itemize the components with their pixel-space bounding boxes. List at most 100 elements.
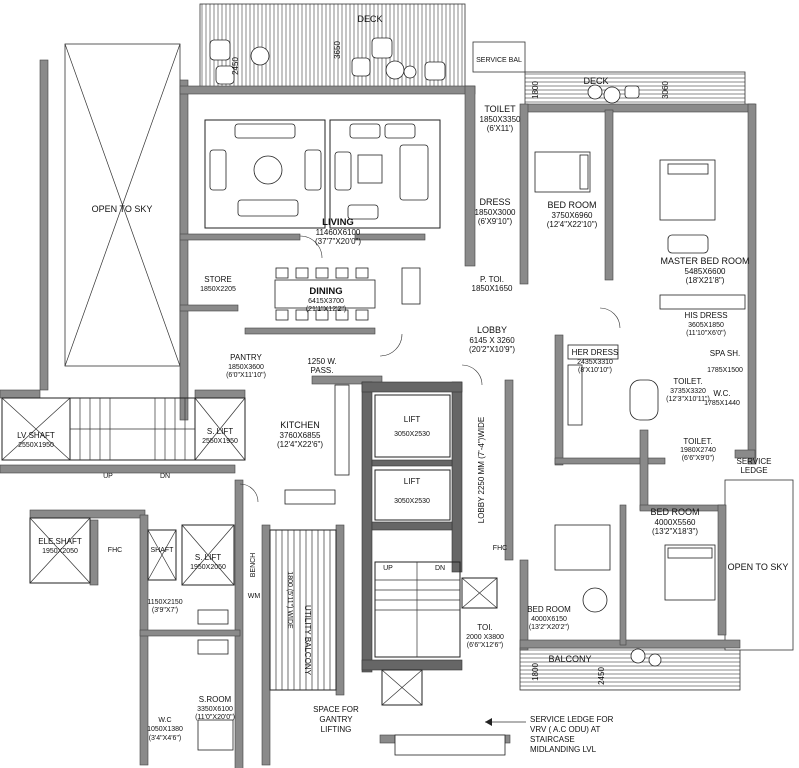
dining-table [274,267,421,321]
s-lift-bottom-dim: 1950X2050 [190,564,226,571]
bed-room-2-dim: 4000X5560 [655,518,696,527]
stair-left [69,397,196,461]
vrv-note-line-4: MIDLANDING LVL [530,745,597,754]
store-label: STORE [204,275,231,284]
wc-servant-dim: 1050X1380 [147,726,183,733]
s-lift-top-dim: 2550X1950 [202,438,238,445]
balcony-dim-a: 1800 [531,663,540,681]
p-toi-dim: 1850X1650 [472,284,513,293]
his-dress-label: HIS DRESS [684,311,727,320]
lv-shaft-dim: 2550X1950 [18,442,54,449]
lift-1 [374,394,451,458]
s-room-dim: 3350X6100 [197,706,233,713]
fhc-left-label: FHC [108,547,122,554]
service-ledge-sub: LEDGE [740,466,767,475]
utility-stair [269,529,337,691]
bed-room-2-ft: (13'2"X18'3") [652,527,698,536]
stair-dn-left: DN [160,473,170,480]
s-lift-bottom [181,524,235,586]
bed-room-3-dim: 4000X6150 [531,616,567,623]
her-dress-dim: 2435X3310 [577,359,613,366]
bed-room-3-bed [554,524,611,613]
vrv-note-line-3: STAIRCASE [530,735,575,744]
lobby-corridor-label: LOBBY 2250 MM (7'-4")WIDE [477,417,486,523]
spa-sh-label: SPA SH. [710,349,741,358]
lv-shaft-label: LV SHAFT [17,431,55,440]
stair-up-right: UP [383,565,393,572]
vrv-note-line-2: VRV ( A.C ODU) AT [530,725,600,734]
kitchen-label: KITCHEN [280,420,320,430]
deck-top-dim-a: 2450 [231,57,240,75]
bed-room-1-ft: (12'4"X22'10") [547,220,598,229]
her-dress-ft: (8'X10'10") [578,367,612,374]
wc-master-dim: 1785X1440 [704,400,740,407]
dress-ft: (6'X9'10") [478,217,513,226]
toilet-top-ft: (6'X11') [487,124,514,133]
wc-servant-label: W.C [158,717,171,724]
bottom-bench [394,734,506,756]
bed-room-1-dim: 3750X6960 [552,211,593,220]
toilet-master-ft: (12'3"X10'11") [666,396,710,403]
w-pass-label: 1250 W. [307,357,336,366]
store-dim: 1850X2205 [200,286,236,293]
dress-label: DRESS [479,197,510,207]
dining-label: DINING [309,286,342,297]
master-bed-room-dim: 5485X6600 [685,267,726,276]
doors [239,235,621,503]
lift-2-label: LIFT [404,477,421,486]
balcony-dim-b: 2450 [597,667,606,685]
toilet-top-dim: 1850X3350 [480,115,521,124]
spa-sh-dim: 1785X1500 [707,367,743,374]
bed-room-1-label: BED ROOM [547,200,596,210]
servant-small-dim: 1150X2150 [147,599,182,606]
toilet-top-label: TOILET [484,104,516,114]
deck-top-label: DECK [357,14,382,24]
open-to-sky-left-label: OPEN TO SKY [92,204,153,214]
lift-1-dim: 3050X2530 [394,431,430,438]
w-pass-sub: PASS. [311,366,334,375]
toilet-master-label: TOILET. [673,377,702,386]
dining-dim: 6415X3700 [308,298,344,305]
living-label: LIVING [322,217,354,228]
her-dress-wardrobe [567,344,619,426]
shaft-label: SHAFT [151,547,175,554]
utility-balcony-sub: 1800 (5'11") WIDE [286,571,293,629]
utility-balcony-label: UTILITY BALCONY [303,605,312,676]
deck-top-dim-b: 3650 [333,41,342,59]
wm-label: WM [248,593,261,600]
vrv-note-arrow-icon [485,718,492,726]
toi-small-dim: 2000 X3800 [466,634,504,641]
lift-2 [374,469,451,521]
deck-right-label: DECK [583,76,608,86]
duct-bottom [381,577,498,706]
her-dress-label: HER DRESS [572,348,619,357]
ele-shaft [29,517,91,584]
balcony-bottom [519,647,741,691]
pantry-label: PANTRY [230,353,262,362]
toi-small-label: TOI. [477,623,492,632]
space-gantry-label: SPACE FOR [313,705,359,714]
dress-dim: 1850X3000 [475,208,516,217]
fhc-shaft [147,529,177,581]
deck-right-dim-b: 3060 [661,81,670,99]
servant-small-ft: (3'9"X7') [152,607,178,614]
wc-master-label: W.C. [713,389,730,398]
toilet-master-dim: 3735X3320 [670,388,706,395]
bed-room-3-ft: (13'2"X20'2") [529,624,569,631]
living-furniture [204,119,441,229]
lobby-dim: 6145 X 3260 [469,336,515,345]
toi-small-ft: (6'6"X12'6") [467,642,503,649]
lift-2-dim: 3050X2530 [394,498,430,505]
deck-right-dim-a: 1800 [531,81,540,99]
bed-room-2-bed [664,544,716,601]
his-dress-dim: 3605X1850 [688,322,724,329]
s-lift-bottom-label: S. LIFT [195,553,221,562]
p-toi-label: P. TOI. [480,275,504,284]
wc-servant-ft: (3'4"X4'6") [149,735,182,742]
open-to-sky-right-label: OPEN TO SKY [728,562,789,572]
pantry-dim: 1850X3600 [228,364,264,371]
master-bed [659,159,716,254]
open-to-sky-right [724,479,794,651]
service-ledge-label: SERVICE [737,457,772,466]
